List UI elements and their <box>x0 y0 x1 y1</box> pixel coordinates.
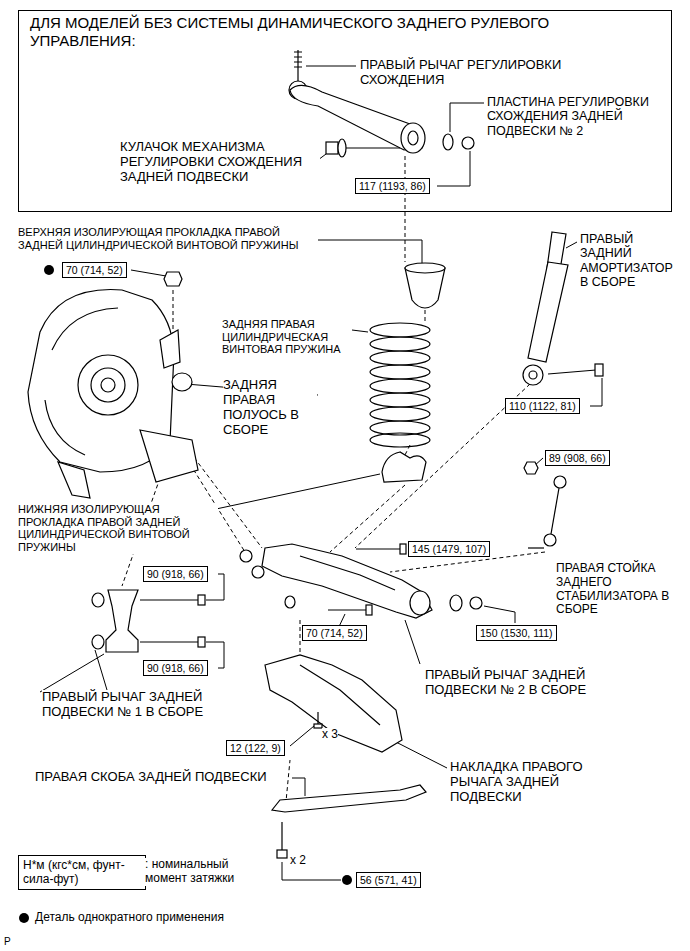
part-label: ПРАВАЯ СТОЙКА ЗАДНЕГО СТАБИЛИЗАТОРА В СБ… <box>556 562 684 617</box>
stabilizer-link <box>524 462 566 548</box>
torque-box: 150 (1530, 111) <box>476 625 557 641</box>
torque-value: 117 (1193, 86) <box>359 180 426 192</box>
part-label: ПРАВАЯ СКОБА ЗАДНЕЙ ПОДВЕСКИ <box>35 770 267 785</box>
torque-box: 12 (122, 9) <box>226 740 285 756</box>
torque-value: 56 (571, 41) <box>360 874 417 886</box>
torque-value: 70 (714, 52) <box>306 627 363 639</box>
torque-value: 89 (908, 66) <box>549 452 606 464</box>
torque-value: 90 (918, 66) <box>147 662 204 674</box>
torque-box: 89 (908, 66) <box>545 450 610 466</box>
torque-value: 145 (1479, 107) <box>412 543 486 555</box>
arm-cover <box>265 655 402 752</box>
part-label: ЗАДНЯЯ ПРАВАЯ ЦИЛИНДРИЧЕСКАЯ ВИНТОВАЯ ПР… <box>222 318 348 356</box>
torque-box: 110 (1122, 81) <box>505 398 580 414</box>
torque-box: 70 (714, 52) <box>302 625 367 641</box>
torque-value: Н*м (кгс*см, фунт-сила-фут) <box>23 858 141 887</box>
axle-carrier <box>28 272 198 498</box>
legend-text: Деталь однократного применения <box>35 911 224 925</box>
torque-value: 70 (714, 52) <box>66 264 123 276</box>
bracket <box>272 785 426 858</box>
part-label: ЗАДНЯЯ ПРАВАЯ ПОЛУОСЬ В СБОРЕ <box>223 378 317 438</box>
leader-lines <box>40 66 602 880</box>
part-label: : номинальный момент затяжки <box>145 858 255 886</box>
part-label: КУЛАЧОК МЕХАНИЗМА РЕГУЛИРОВКИ СХОЖДЕНИЯ … <box>120 140 320 185</box>
part-label: ПРАВЫЙ РЫЧАГ РЕГУЛИРОВКИ СХОЖДЕНИЯ <box>360 58 580 88</box>
part-label: НАКЛАДКА ПРАВОГО РЫЧАГА ЗАДНЕЙ ПОДВЕСКИ <box>450 760 610 805</box>
torque-box: 56 (571, 41) <box>356 872 421 888</box>
part-label: ПЛАСТИНА РЕГУЛИРОВКИ СХОЖДЕНИЯ ЗАДНЕЙ ПО… <box>487 95 667 138</box>
quantity-mark: x 3 <box>322 728 338 742</box>
torque-value: 12 (122, 9) <box>230 742 281 754</box>
torque-box: 145 (1479, 107) <box>408 541 490 557</box>
part-label: ПРАВЫЙ ЗАДНИЙ АМОРТИЗАТОР В СБОРЕ <box>580 232 680 290</box>
torque-box: 117 (1193, 86) <box>355 178 430 194</box>
lower-arm-1 <box>92 590 205 652</box>
part-label: P <box>4 936 11 948</box>
legend-dot <box>19 913 29 923</box>
panel-heading: ДЛЯ МОДЕЛЕЙ БЕЗ СИСТЕМЫ ДИНАМИЧЕСКОГО ЗА… <box>30 14 590 50</box>
torque-box: 90 (918, 66) <box>143 660 208 676</box>
part-label: ПРАВЫЙ РЫЧАГ ЗАДНЕЙ ПОДВЕСКИ № 1 В СБОРЕ <box>42 690 242 720</box>
one-time-dot <box>44 265 54 275</box>
part-label: НИЖНЯЯ ИЗОЛИРУЮЩАЯ ПРОКЛАДКА ПРАВОЙ ЗАДН… <box>18 503 218 554</box>
torque-legend-box: Н*м (кгс*см, фунт-сила-фут) <box>18 855 146 890</box>
torque-value: 150 (1530, 111) <box>480 627 553 639</box>
quantity-mark: x 2 <box>290 854 306 868</box>
one-time-dot <box>342 875 352 885</box>
part-label: ПРАВЫЙ РЫЧАГ ЗАДНЕЙ ПОДВЕСКИ № 2 В СБОРЕ <box>425 668 625 698</box>
part-label: ВЕРХНЯЯ ИЗОЛИРУЮЩАЯ ПРОКЛАДКА ПРАВОЙ ЗАД… <box>18 226 318 251</box>
torque-value: 90 (918, 66) <box>147 568 204 580</box>
torque-value: 110 (1122, 81) <box>509 400 576 412</box>
torque-box: 90 (918, 66) <box>143 566 208 582</box>
spring <box>370 263 445 482</box>
torque-box: 70 (714, 52) <box>62 262 127 278</box>
